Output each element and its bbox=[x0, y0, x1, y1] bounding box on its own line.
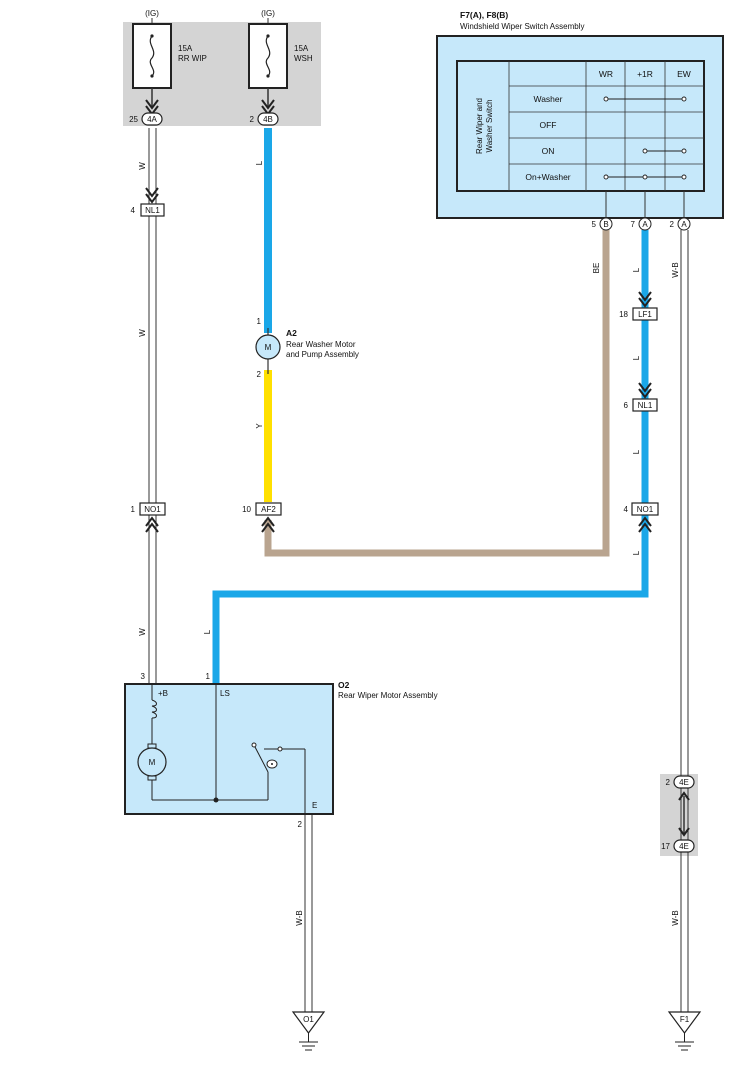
switch-row-washer: Washer bbox=[534, 94, 563, 104]
wire-w-left bbox=[148, 128, 157, 683]
wire-label-wb-1: W-B bbox=[671, 262, 680, 277]
wire-label-l-5: L bbox=[632, 449, 641, 454]
wiper-motor-symbol: M bbox=[149, 758, 156, 767]
connector-4e-top: 4E 2 bbox=[666, 775, 695, 801]
wire-label-w-3: W bbox=[138, 628, 147, 636]
switch-col-wr: WR bbox=[599, 69, 613, 79]
4e-top-pin: 2 bbox=[666, 778, 671, 787]
wiper-motor-id: O2 bbox=[338, 680, 350, 690]
fuse-rr-wip: (IG) 15A RR WIP 4A 25 bbox=[129, 9, 207, 126]
washer-motor-name-1: Rear Washer Motor bbox=[286, 340, 356, 349]
wiper-motor-term-ls: LS bbox=[220, 689, 230, 698]
ground-o1-label: O1 bbox=[303, 1015, 314, 1024]
wiper-motor-term-e: E bbox=[312, 801, 317, 810]
4e-bottom-pin: 17 bbox=[661, 842, 670, 851]
switch-row-on-washer: On+Washer bbox=[525, 172, 570, 182]
rear-wiper-motor-o2: O2 Rear Wiper Motor Assembly 3 1 2 +B LS… bbox=[124, 672, 438, 829]
fuse-wsh-pin: 2 bbox=[250, 115, 255, 124]
switch-pin-b-num: 5 bbox=[592, 220, 597, 229]
wire-label-l-6: L bbox=[632, 550, 641, 555]
fuse-wsh-conn: 4B bbox=[263, 115, 273, 124]
lf1-name: LF1 bbox=[638, 310, 652, 319]
wiper-switch-assembly: F7(A), F8(B) Windshield Wiper Switch Ass… bbox=[436, 10, 724, 231]
fuse-rr-wip-ig: (IG) bbox=[145, 9, 159, 18]
wiper-motor-term-b: +B bbox=[158, 689, 168, 698]
wire-label-be: BE bbox=[592, 263, 601, 274]
wire-l-ls bbox=[212, 230, 649, 684]
connector-no1-left: NO1 1 bbox=[131, 502, 166, 533]
fuse-rr-wip-conn: 4A bbox=[147, 115, 157, 124]
switch-pin-a7-conn: A bbox=[642, 220, 648, 229]
4e-bottom-name: 4E bbox=[679, 842, 689, 851]
fuse-wsh: (IG) 15A WSH 4B 2 bbox=[248, 9, 313, 126]
fuse-rr-wip-pin: 25 bbox=[129, 115, 138, 124]
connector-lf1: LF1 18 bbox=[619, 291, 658, 321]
switch-col-ew: EW bbox=[677, 69, 691, 79]
washer-motor-pin-bottom: 2 bbox=[257, 370, 262, 379]
fuse-wsh-ig: (IG) bbox=[261, 9, 275, 18]
washer-motor-pin-top: 1 bbox=[257, 317, 262, 326]
washer-motor-name-2: and Pump Assembly bbox=[286, 350, 359, 359]
nl1-right-name: NL1 bbox=[638, 401, 653, 410]
wire-label-l-1: L bbox=[255, 160, 264, 165]
no1-right-pin: 4 bbox=[624, 505, 629, 514]
no1-right-name: NO1 bbox=[637, 505, 654, 514]
switch-id: F7(A), F8(B) bbox=[460, 10, 508, 20]
washer-motor-symbol: M bbox=[265, 343, 272, 352]
af2-name: AF2 bbox=[261, 505, 276, 514]
ground-o1: O1 bbox=[291, 1011, 326, 1051]
wiper-motor-pin-e: 2 bbox=[298, 820, 303, 829]
switch-row-off: OFF bbox=[540, 120, 557, 130]
switch-contacts bbox=[603, 96, 687, 180]
lf1-pin: 18 bbox=[619, 310, 628, 319]
switch-pin-a7-num: 7 bbox=[631, 220, 636, 229]
wiper-motor-pin-b: 3 bbox=[141, 672, 146, 681]
fuse-rr-wip-name: RR WIP bbox=[178, 54, 207, 63]
connector-no1-right: NO1 4 bbox=[624, 502, 659, 533]
connector-nl1-right: NL1 6 bbox=[624, 382, 658, 412]
wiper-motor-pin-ls: 1 bbox=[206, 672, 211, 681]
4e-top-name: 4E bbox=[679, 778, 689, 787]
nl1-left-name: NL1 bbox=[145, 206, 160, 215]
switch-side-label-1: Rear Wiper and bbox=[475, 98, 484, 154]
wire-color-labels: W W W L Y L BE L L L L W-B W-B W-B bbox=[138, 160, 680, 925]
connector-nl1-left: NL1 4 bbox=[131, 187, 165, 217]
wire-label-l-4: L bbox=[632, 355, 641, 360]
connector-4e-bottom: 4E 17 bbox=[661, 827, 695, 853]
switch-table-grid bbox=[508, 61, 704, 191]
wire-label-l-2: L bbox=[203, 629, 212, 634]
fuse-rr-wip-amp: 15A bbox=[178, 44, 193, 53]
switch-col-1r: +1R bbox=[637, 69, 653, 79]
ground-f1-label: F1 bbox=[680, 1015, 690, 1024]
fuse-wsh-amp: 15A bbox=[294, 44, 309, 53]
wire-label-y: Y bbox=[255, 423, 264, 429]
switch-pin-a2-num: 2 bbox=[670, 220, 675, 229]
wire-wb-left bbox=[304, 815, 313, 1012]
nl1-left-pin: 4 bbox=[131, 206, 136, 215]
switch-pin-a2-conn: A bbox=[681, 220, 687, 229]
switch-title: Windshield Wiper Switch Assembly bbox=[460, 22, 584, 31]
wire-label-w-2: W bbox=[138, 329, 147, 337]
no1-left-pin: 1 bbox=[131, 505, 136, 514]
switch-row-on: ON bbox=[542, 146, 555, 156]
switch-side-label-2: Washer Switch bbox=[485, 99, 494, 152]
washer-motor-a2: M 1 2 A2 Rear Washer Motor and Pump Asse… bbox=[255, 317, 359, 379]
wiper-motor-name: Rear Wiper Motor Assembly bbox=[338, 691, 438, 700]
connector-af2: AF2 10 bbox=[242, 502, 282, 533]
wire-wb-right bbox=[680, 230, 689, 1012]
wire-label-l-3: L bbox=[632, 267, 641, 272]
wire-label-w-1: W bbox=[138, 162, 147, 170]
no1-left-name: NO1 bbox=[144, 505, 161, 514]
wire-label-wb-2: W-B bbox=[295, 910, 304, 925]
wire-be bbox=[264, 230, 610, 557]
switch-pins: B A A 5 7 2 bbox=[592, 191, 691, 231]
af2-pin: 10 bbox=[242, 505, 251, 514]
nl1-right-pin: 6 bbox=[624, 401, 629, 410]
switch-pin-b-conn: B bbox=[603, 220, 608, 229]
wire-label-wb-3: W-B bbox=[671, 910, 680, 925]
ground-f1: F1 bbox=[667, 1011, 702, 1051]
washer-motor-id: A2 bbox=[286, 328, 297, 338]
fuse-wsh-name: WSH bbox=[294, 54, 313, 63]
